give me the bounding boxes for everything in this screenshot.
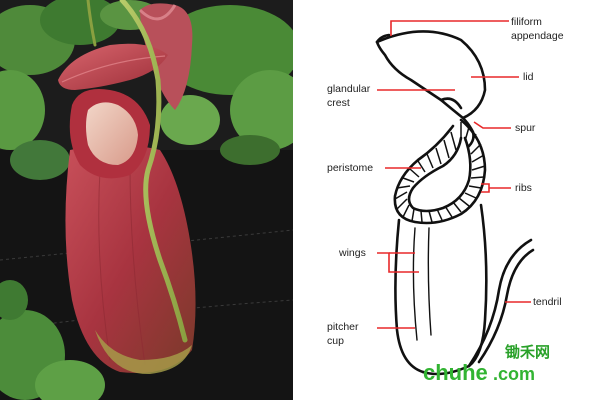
pointer-lines <box>377 20 531 329</box>
body-vein <box>129 164 146 366</box>
pointer-wings <box>377 252 419 273</box>
label-lid: lid <box>523 71 534 83</box>
pitcher-inner <box>86 102 138 165</box>
label-glandular: glandular <box>327 83 371 95</box>
pointer-filiform <box>390 20 509 36</box>
pitcher-diagram: filiform appendage lid glandular crest s… <box>327 16 564 385</box>
pitcher-base <box>95 330 192 375</box>
label-tendril: tendril <box>533 296 562 308</box>
pointer-spur <box>473 121 511 129</box>
watermark-domain: chuhe <box>423 360 488 385</box>
tendril-outline <box>467 238 533 368</box>
lid-outline <box>375 30 487 120</box>
cup-bottom-outline <box>421 364 471 376</box>
peristome-outer <box>393 118 487 225</box>
body-vein <box>98 169 111 361</box>
label-wings: wings <box>338 247 366 259</box>
peristome-inner <box>407 136 472 213</box>
net-line <box>0 229 293 261</box>
label-pitcher: pitcher <box>327 321 359 333</box>
label-ribs: ribs <box>515 182 532 194</box>
label-appendage: appendage <box>511 30 564 42</box>
label-spur: spur <box>515 122 536 134</box>
label-crest: crest <box>327 97 350 109</box>
lid-fold-outline <box>439 97 463 110</box>
pitcher-lid <box>58 43 168 90</box>
watermark-tld: .com <box>493 364 535 384</box>
plant-stem <box>86 0 97 47</box>
label-cup: cup <box>327 335 344 347</box>
foliage-bottom <box>0 280 105 400</box>
pitcher-body <box>65 145 196 374</box>
filiform-appendage-outline <box>375 33 391 44</box>
wing-outline <box>427 227 432 336</box>
cup-left-outline <box>394 218 425 374</box>
background-pitcher-rim <box>138 4 177 21</box>
watermark-chinese: 锄禾网 <box>505 343 550 361</box>
cup-right-outline <box>467 203 488 368</box>
pitcher-plant-photo <box>0 0 293 400</box>
tendril-outline-inner <box>477 248 535 364</box>
foliage-top <box>0 0 293 180</box>
label-filiform: filiform <box>511 16 542 28</box>
label-peristome: peristome <box>327 162 373 174</box>
plant-tendril <box>119 0 188 343</box>
wing-outline <box>412 227 418 341</box>
peristome-ribs <box>394 122 486 223</box>
